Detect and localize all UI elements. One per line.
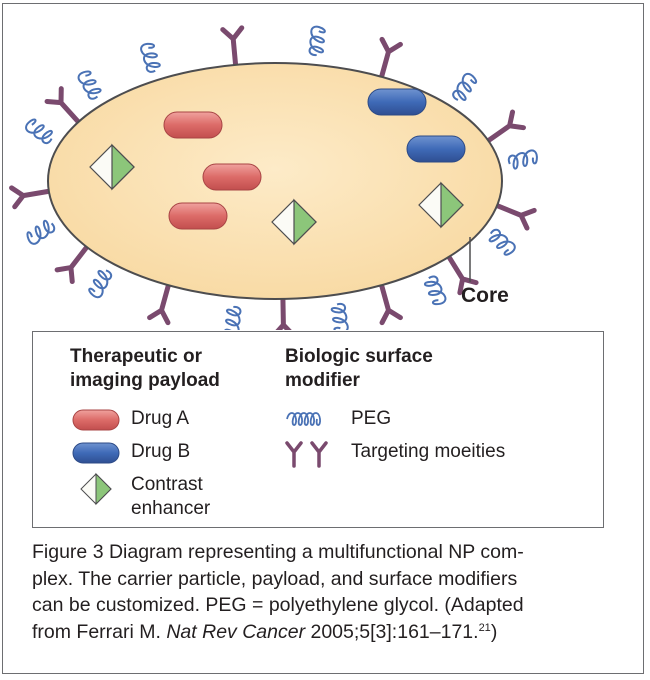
- legend-drug-b: Drug B: [131, 441, 191, 462]
- caption-journal: Nat Rev Cancer: [166, 620, 306, 643]
- peg-coil-shape: [423, 275, 447, 306]
- targeting-moiety-shape: [490, 201, 537, 231]
- peg-coil-shape: [224, 305, 242, 330]
- contrast-enhancer: [271, 198, 317, 246]
- targeting-moiety: [482, 109, 526, 146]
- peg-icon: [286, 412, 321, 426]
- targeting-moiety-shape: [220, 25, 245, 72]
- contrast-line2: enhancer: [131, 498, 211, 519]
- targeting-moiety: [378, 278, 403, 326]
- drug-a-capsule: [202, 163, 262, 191]
- legend-contrast-enhancer: Contrast enhancer: [131, 473, 210, 521]
- contrast-line1: Contrast: [131, 474, 203, 495]
- drug-a-capsule: [168, 202, 228, 230]
- targeting-moiety-shape: [9, 185, 56, 210]
- peg-coil-shape: [140, 42, 161, 73]
- targeting-moiety: [44, 86, 84, 128]
- targeting-moiety: [275, 292, 292, 330]
- payload-heading-line1: Therapeutic or: [70, 346, 202, 367]
- peg-coil: [507, 149, 538, 170]
- targeting-moiety-shape: [44, 86, 84, 128]
- targeting-moiety: [220, 25, 245, 72]
- peg-coil-shape: [25, 118, 53, 145]
- targeting-moiety-shape: [54, 241, 92, 285]
- drug-b-capsule: [367, 88, 427, 116]
- payload-group: [89, 88, 466, 246]
- caption-citation: 2005;5[3]:161–171.: [305, 620, 479, 643]
- modifier-heading-line2: modifier: [285, 370, 360, 391]
- caption-line4-suffix: ): [490, 620, 498, 643]
- peg-coil: [452, 72, 478, 101]
- targeting-moiety: [378, 36, 403, 84]
- targeting-moiety: [54, 241, 92, 285]
- drug-a-icon: [72, 409, 120, 431]
- contrast-enhancer-icon: [80, 472, 112, 506]
- peg-coil-shape: [26, 219, 56, 245]
- peg-coil: [224, 305, 242, 330]
- nanoparticle-diagram: [9, 25, 538, 330]
- drug-b-icon: [72, 442, 120, 464]
- caption-line4: from Ferrari M. Nat Rev Cancer 2005;5[3]…: [32, 619, 622, 646]
- legend-drug-a: Drug A: [131, 408, 190, 429]
- peg-coils: [25, 25, 538, 330]
- targeting-moiety-icon: [285, 441, 328, 468]
- modifier-heading: Biologic surface modifier: [285, 345, 433, 393]
- peg-coil-shape: [77, 70, 102, 100]
- targeting-moiety: [147, 278, 172, 326]
- caption-reference: 21: [478, 621, 491, 634]
- caption-line1: Figure 3 Diagram representing a multifun…: [32, 541, 524, 563]
- targeting-moiety-shape: [378, 36, 403, 84]
- drug-b-capsule: [406, 135, 466, 163]
- legend-peg: PEG: [351, 408, 392, 429]
- contrast-enhancer: [418, 181, 464, 229]
- core-label: Core: [461, 284, 509, 307]
- peg-coil-shape: [330, 302, 349, 330]
- caption-line4-prefix: from Ferrari M.: [32, 620, 167, 643]
- targeting-moiety: [490, 201, 537, 231]
- peg-coil-shape: [452, 72, 478, 101]
- caption-line3: can be customized. PEG = polyethylene gl…: [32, 594, 524, 616]
- modifier-heading-line1: Biologic surface: [285, 346, 433, 367]
- peg-coil: [330, 302, 349, 330]
- targeting-moiety-shape: [147, 278, 172, 326]
- payload-heading-line2: imaging payload: [70, 370, 220, 391]
- peg-coil: [140, 42, 161, 73]
- caption-line2: plex. The carrier particle, payload, and…: [32, 567, 518, 590]
- peg-coil-shape: [308, 25, 326, 57]
- peg-coil: [77, 70, 102, 100]
- targeting-moiety-shape: [275, 292, 292, 330]
- targeting-moiety: [9, 185, 56, 210]
- targeting-moiety-shape: [378, 278, 403, 326]
- legend-box: Therapeutic or imaging payload Biologic …: [32, 331, 604, 528]
- peg-coil-shape: [488, 228, 516, 256]
- peg-coil: [26, 219, 56, 245]
- peg-coil-shape: [88, 269, 113, 299]
- contrast-enhancer: [89, 143, 135, 191]
- peg-coil: [308, 25, 326, 57]
- payload-heading: Therapeutic or imaging payload: [70, 345, 220, 393]
- peg-coil-shape: [507, 149, 538, 170]
- peg-coil: [423, 275, 447, 306]
- targeting-moiety-shape: [482, 109, 526, 146]
- core-particle: [47, 62, 503, 300]
- legend-targeting-moieties: Targeting moeities: [351, 441, 506, 462]
- peg-coil: [88, 269, 113, 299]
- figure-caption: Figure 3 Diagram representing a multifun…: [32, 539, 622, 645]
- peg-coil: [25, 118, 53, 145]
- drug-a-capsule: [163, 111, 223, 139]
- peg-coil: [488, 228, 516, 256]
